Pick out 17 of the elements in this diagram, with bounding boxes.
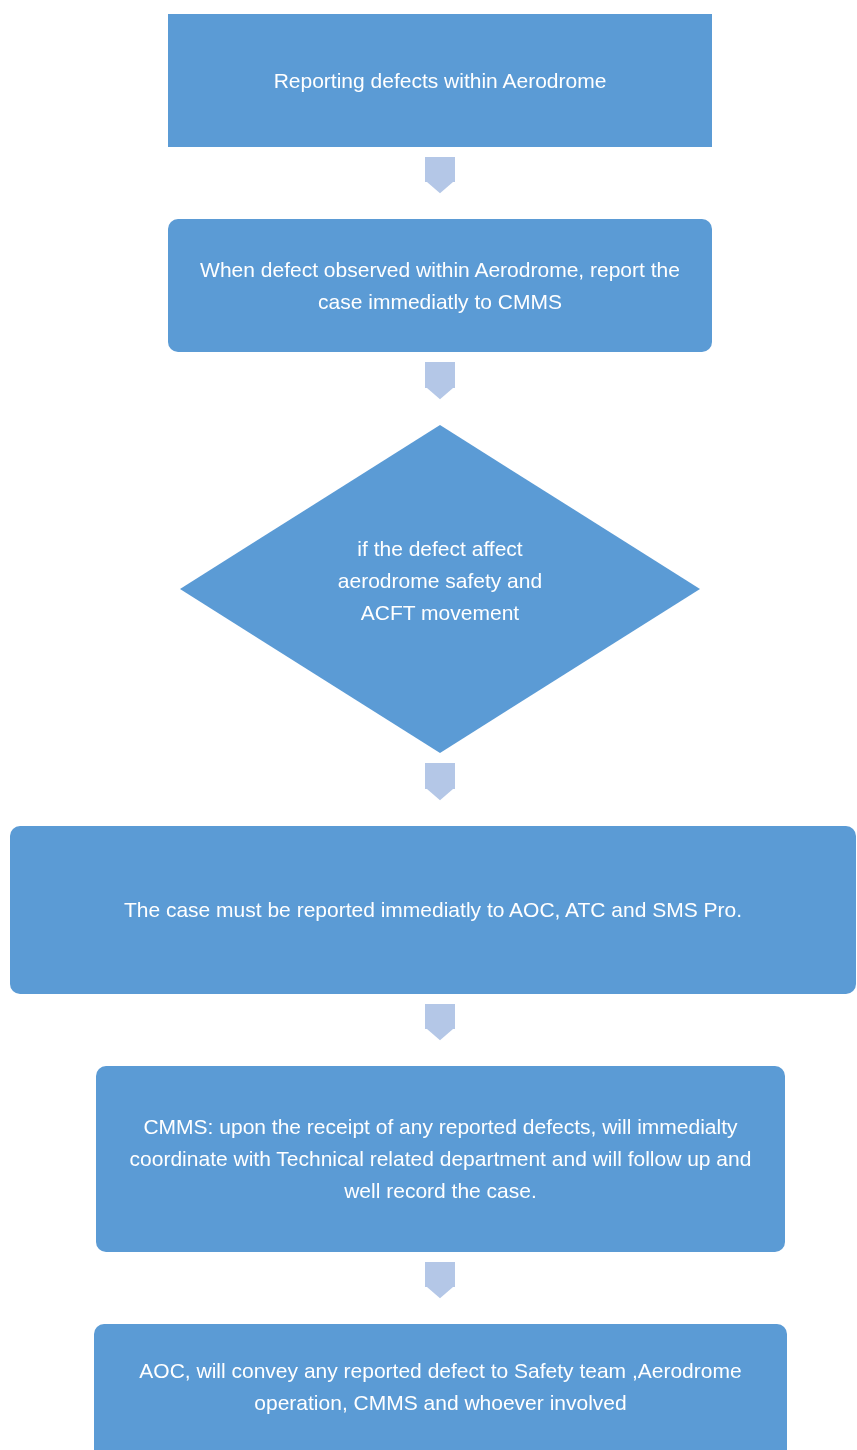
node-text: Reporting defects within Aerodrome (273, 67, 607, 94)
node-text: AOC, will convey any reported defect to Safety team ,Aerodrome operation, CMMS and whoever involved (138, 1358, 743, 1416)
decision-diamond (180, 425, 700, 753)
process-box (96, 1066, 785, 1252)
process-box (10, 826, 856, 994)
node-text: if the defect affect aerodrome safety and ACFT movement (336, 536, 544, 626)
block-arrow (425, 1262, 455, 1299)
block-arrow (425, 157, 455, 194)
process-box (94, 1324, 787, 1450)
process-box (168, 219, 712, 352)
block-arrow (425, 763, 455, 801)
node-text: The case must be reported immediatly to AOC, ATC and SMS Pro. (123, 897, 743, 923)
process-box (168, 14, 712, 147)
block-arrow (425, 362, 455, 400)
node-text: CMMS: upon the receipt of any reported defects, will immedialty coordinate with Technical related department and will follow up and well record the case. (128, 1114, 753, 1204)
block-arrow (425, 1004, 455, 1041)
node-text: When defect observed within Aerodrome, report the case immediatly to CMMS (199, 256, 681, 315)
